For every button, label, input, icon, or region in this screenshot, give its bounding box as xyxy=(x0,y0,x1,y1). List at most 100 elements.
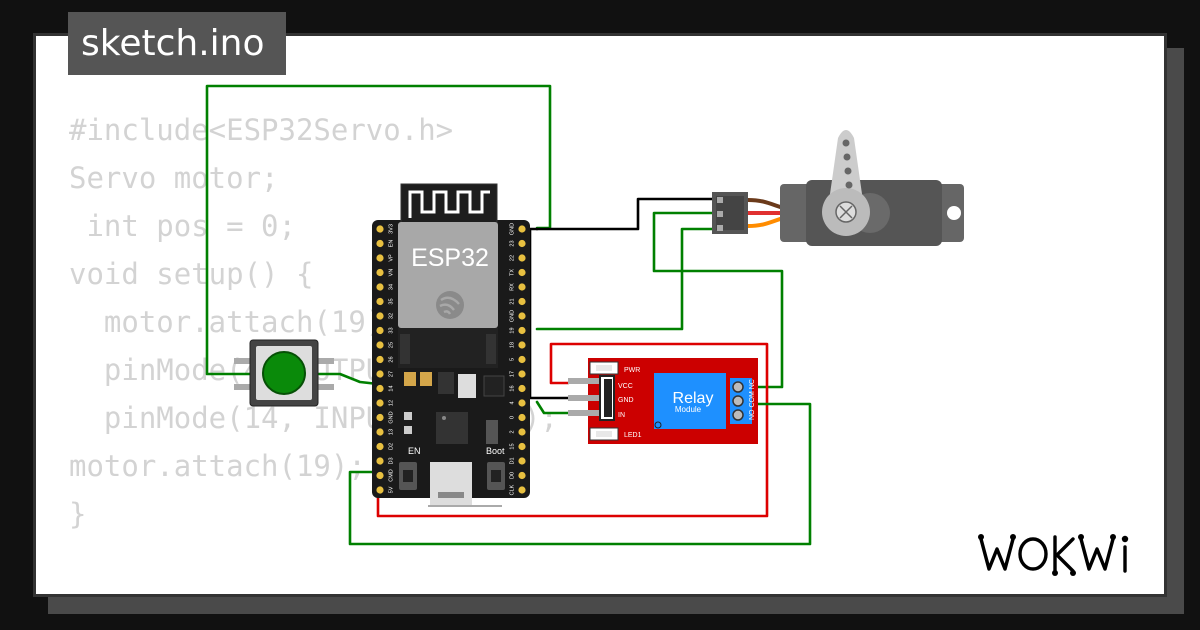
esp32-board[interactable]: ESP32 3V3ENVPVN343532332526271412GND13D2… xyxy=(372,183,530,507)
code-line: int pos = 0; xyxy=(86,209,296,243)
esp32-pin-label: D2 xyxy=(388,443,394,450)
esp32-pin[interactable] xyxy=(376,312,384,320)
esp32-pin[interactable] xyxy=(376,384,384,393)
esp32-pin-label: 19 xyxy=(509,327,515,333)
esp32-pin-label: 3V3 xyxy=(388,224,394,234)
esp32-pin-label: D1 xyxy=(509,457,515,464)
esp32-pin-label: D3 xyxy=(388,457,394,464)
esp32-pin[interactable] xyxy=(376,370,384,378)
esp32-pin[interactable] xyxy=(518,442,526,451)
esp32-pin[interactable] xyxy=(518,384,526,393)
code-preview: #include<ESP32Servo.h> Servo motor; int … xyxy=(69,106,558,594)
wire-green-button-pin14 xyxy=(316,372,380,386)
esp32-pin[interactable] xyxy=(376,326,384,335)
esp32-pin[interactable] xyxy=(518,457,526,465)
esp32-pin-label: 15 xyxy=(509,443,515,449)
esp32-pin-label: 14 xyxy=(388,385,394,391)
esp32-pin-label: 5 xyxy=(509,358,515,361)
filename-tab: sketch.ino xyxy=(68,12,286,75)
esp32-pin[interactable] xyxy=(518,225,526,233)
wire-red-relay-vcc xyxy=(376,342,769,518)
relay-pin-gnd: GND xyxy=(618,397,634,404)
esp32-pin[interactable] xyxy=(518,413,526,422)
esp32-pin[interactable] xyxy=(518,254,526,262)
relay-title: Relay xyxy=(673,390,714,407)
svg-text:NO COM NC: NO COM NC xyxy=(749,379,756,420)
esp32-pin-label: 12 xyxy=(388,400,394,406)
esp32-pin[interactable] xyxy=(518,297,526,306)
esp32-pin[interactable] xyxy=(518,355,526,364)
push-button[interactable] xyxy=(234,339,334,407)
relay-subtitle: Module xyxy=(675,405,702,414)
servo-motor[interactable] xyxy=(712,130,964,246)
esp32-pin[interactable] xyxy=(518,268,526,277)
esp32-pin[interactable] xyxy=(518,428,526,436)
esp32-pin-label: VN xyxy=(388,269,394,277)
esp32-pin[interactable] xyxy=(376,225,384,233)
project-card[interactable]: #include<ESP32Servo.h> Servo motor; int … xyxy=(33,33,1167,597)
esp32-pin-label: 0 xyxy=(509,416,515,419)
esp32-pin-label: 22 xyxy=(509,255,515,261)
relay-module[interactable]: PWR LED1 VCC GND IN Relay Module NO COM … xyxy=(568,358,758,444)
pwr-label: PWR xyxy=(624,367,640,374)
wire-green-servo-signal xyxy=(535,227,714,331)
esp32-pin[interactable] xyxy=(376,428,384,436)
code-line: motor.attach(19); xyxy=(103,305,401,339)
esp32-pin-label: 35 xyxy=(388,298,394,304)
code-line: void loop() { xyxy=(69,593,296,594)
wire-black-servo-gnd xyxy=(535,197,714,231)
esp32-pin-label: GND xyxy=(509,223,515,235)
esp32-pin[interactable] xyxy=(376,341,384,349)
esp32-pin-label: CMD xyxy=(388,469,394,482)
esp32-pin-label: CLK xyxy=(509,484,515,495)
esp32-pin-label: GND xyxy=(388,411,394,423)
esp32-pin-label: GND xyxy=(509,310,515,322)
esp32-pin[interactable] xyxy=(376,471,384,480)
code-line: } xyxy=(69,497,87,531)
espressif-logo-icon xyxy=(436,291,464,319)
esp32-pin[interactable] xyxy=(376,355,384,364)
esp32-pin[interactable] xyxy=(518,312,526,320)
wire-black-relay-gnd xyxy=(528,227,570,400)
esp32-pin[interactable] xyxy=(376,283,384,291)
esp32-pin[interactable] xyxy=(518,283,526,291)
esp32-pin[interactable] xyxy=(376,239,384,248)
esp32-pin-label: 34 xyxy=(388,284,394,290)
esp32-pin-label: 18 xyxy=(509,342,515,348)
esp32-label: ESP32 xyxy=(411,244,489,272)
code-line: #include<ESP32Servo.h> xyxy=(69,113,454,147)
usb-chip xyxy=(436,412,468,444)
esp32-pin[interactable] xyxy=(376,399,384,407)
esp32-pin[interactable] xyxy=(518,471,526,480)
esp32-pin-label: D0 xyxy=(509,472,515,479)
esp32-pin-label: RX xyxy=(509,283,515,291)
esp32-pin[interactable] xyxy=(518,239,526,248)
code-line: Servo motor; xyxy=(69,161,279,195)
esp32-pin[interactable] xyxy=(376,413,384,422)
esp32-pin-label: 17 xyxy=(509,371,515,377)
en-label: EN xyxy=(408,446,421,456)
esp32-pin-label: 33 xyxy=(388,327,394,333)
esp32-pin[interactable] xyxy=(518,486,526,494)
esp32-pin[interactable] xyxy=(376,486,384,494)
esp32-pin[interactable] xyxy=(376,442,384,451)
esp32-pin[interactable] xyxy=(376,254,384,262)
esp32-pin[interactable] xyxy=(518,326,526,335)
wire-green-servo-relay xyxy=(652,211,784,389)
wire-green-relay-in xyxy=(535,400,570,415)
esp32-pin-label: 32 xyxy=(388,313,394,319)
esp32-pin-label: 25 xyxy=(388,342,394,348)
esp32-pin[interactable] xyxy=(376,297,384,306)
esp32-pin[interactable] xyxy=(518,370,526,378)
esp32-pin[interactable] xyxy=(376,268,384,277)
esp32-pin-label: 21 xyxy=(509,298,515,304)
relay-pin-in: IN xyxy=(618,412,625,419)
esp32-pin[interactable] xyxy=(376,457,384,465)
esp32-pin-label: 4 xyxy=(509,401,515,404)
esp32-pin[interactable] xyxy=(518,341,526,349)
button-cap xyxy=(262,351,306,395)
code-line: motor.attach(19); xyxy=(69,449,366,483)
esp32-pin-label: EN xyxy=(388,240,394,248)
esp32-pin[interactable] xyxy=(518,399,526,407)
esp32-module-shield xyxy=(398,222,498,328)
